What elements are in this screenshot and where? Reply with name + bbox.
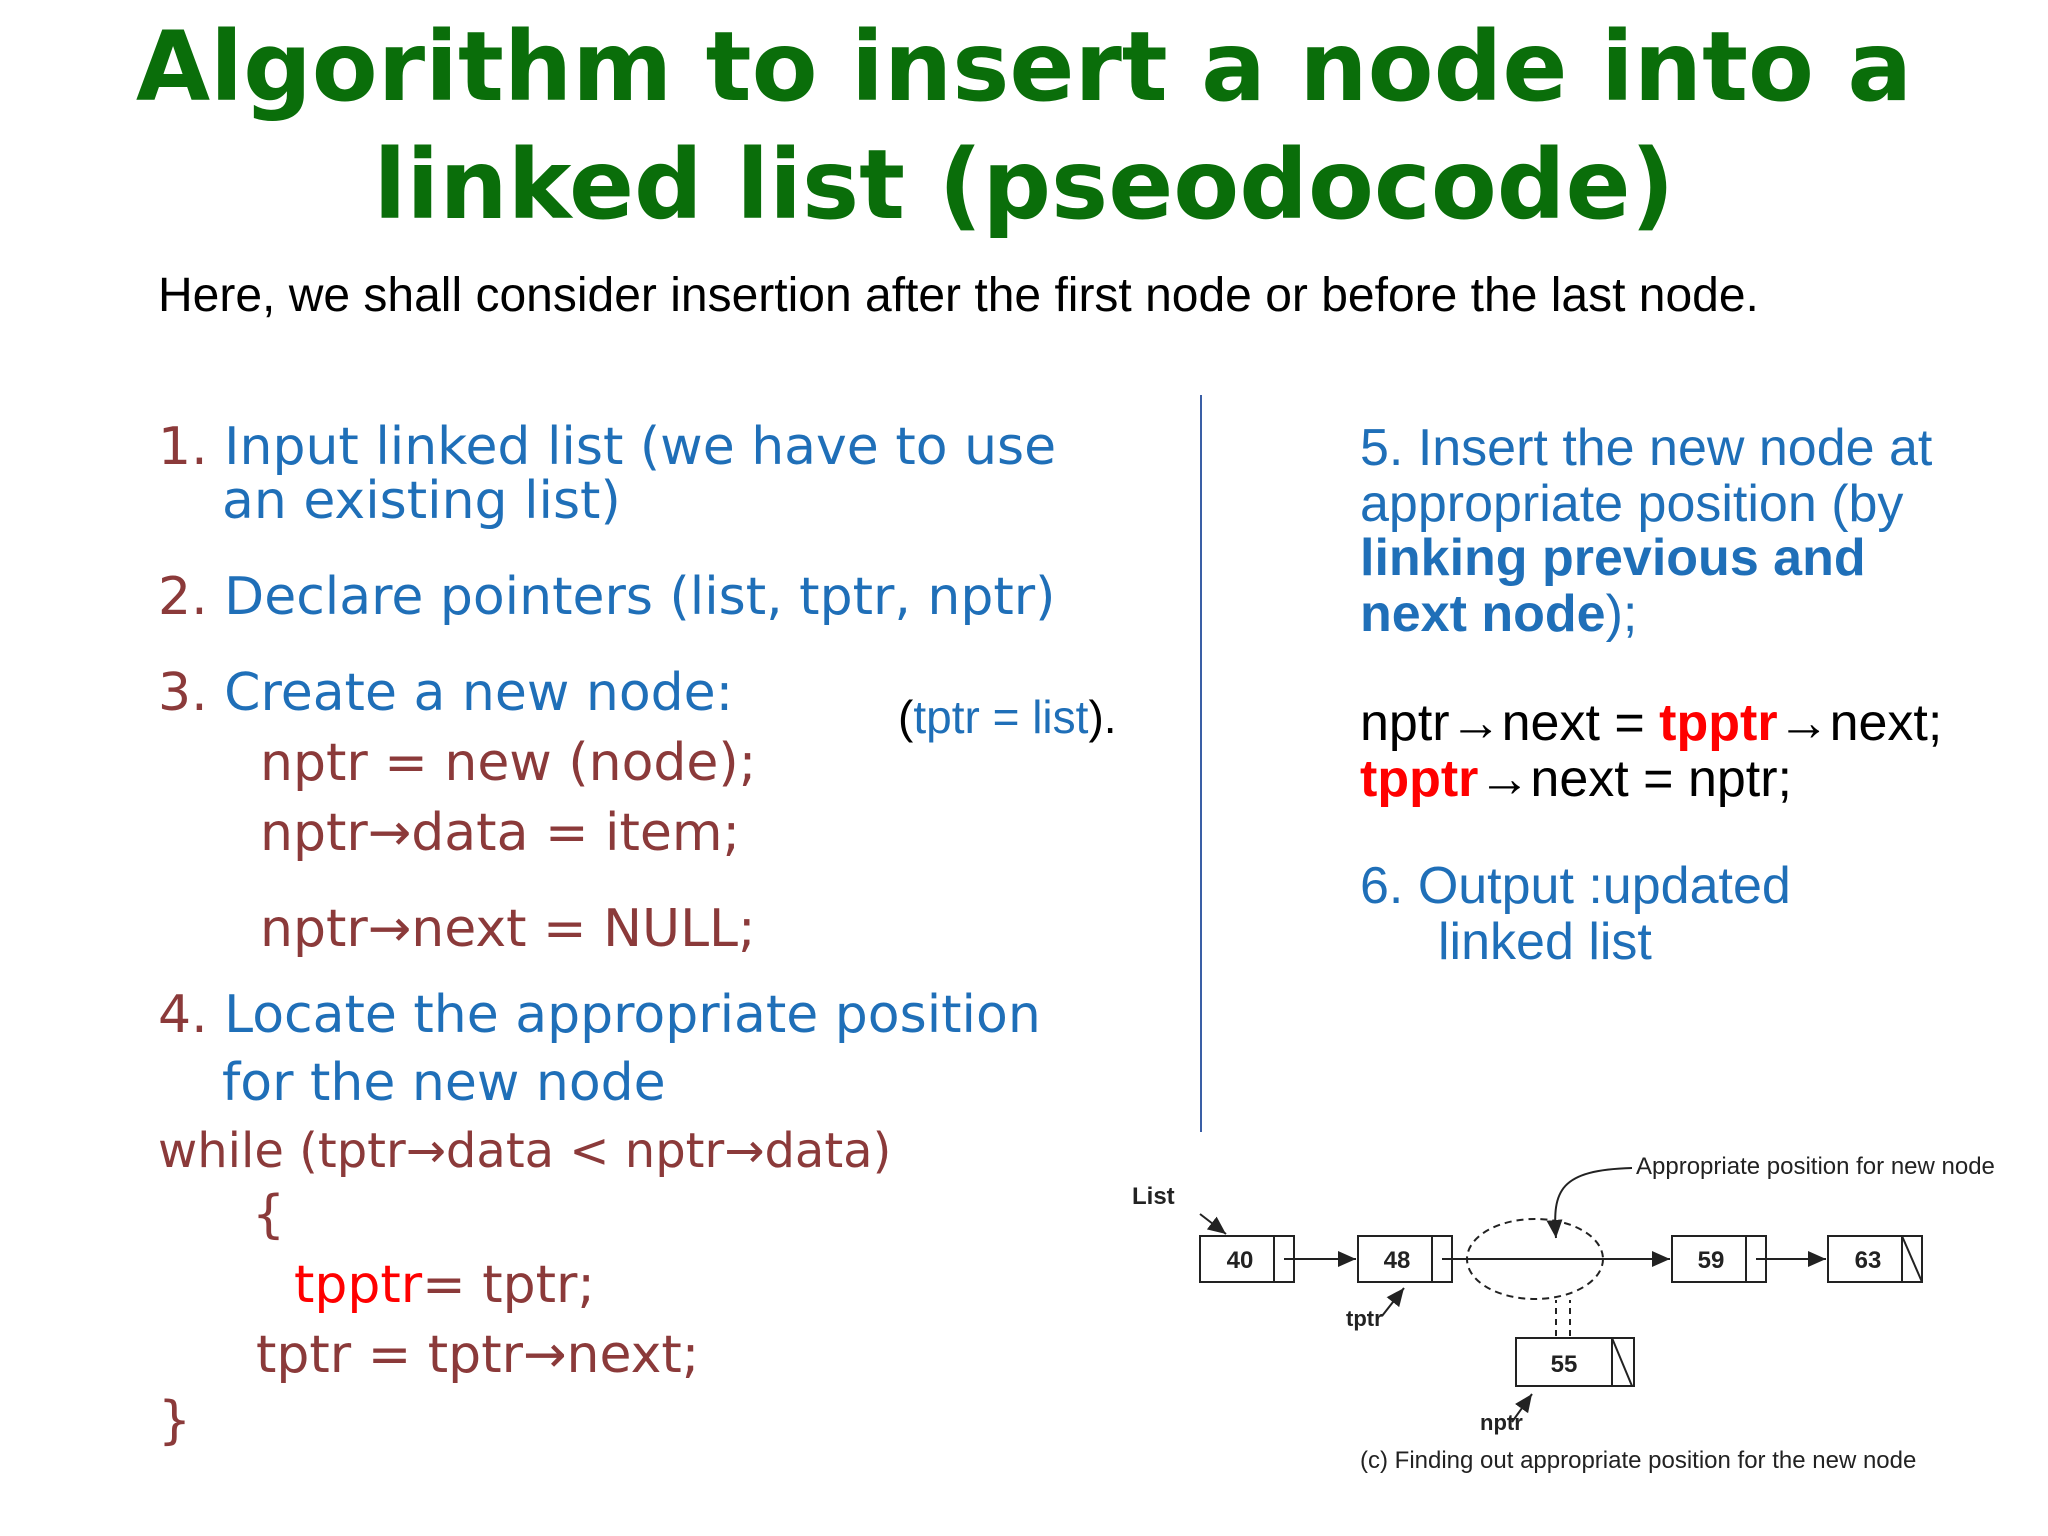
node-40-value: 40	[1227, 1247, 1254, 1274]
node-55-value: 55	[1551, 1351, 1578, 1378]
list-pointer-arrow	[1199, 1213, 1227, 1235]
step-1-text-line-2: an existing list)	[222, 471, 621, 531]
position-pointer-arrow	[1546, 1167, 1633, 1239]
step-5-bold-line-1: linking previous and	[1360, 529, 1866, 587]
subtitle: Here, we shall consider insertion after …	[158, 269, 1759, 322]
list-label: List	[1132, 1183, 1175, 1210]
code-link-prev-tpptr: tpptr	[1360, 750, 1479, 808]
insertion-position-ellipse	[1466, 1218, 1604, 1300]
step-4: 4. Locate the appropriate position	[158, 986, 1041, 1044]
page-title-line-1: Algorithm to insert a node into a	[135, 11, 1913, 123]
code-link-prev-post: →next = nptr;	[1478, 750, 1793, 808]
node-59: 59	[1671, 1235, 1767, 1283]
code-save-previous: tpptr= tptr;	[294, 1256, 595, 1314]
step-5-line-2: appropriate position (by	[1360, 475, 1904, 533]
tptr-init-note: (tptr = list).	[898, 690, 1117, 744]
code-link-prev: tpptr→next = nptr;	[1360, 750, 1792, 808]
node-63-value: 63	[1855, 1247, 1882, 1274]
tptr-note-open: (	[898, 691, 914, 743]
tptr-label: tptr	[1346, 1306, 1383, 1331]
step-6-line-2: linked list	[1438, 913, 1652, 971]
step-4-text: Locate the appropriate position	[224, 985, 1041, 1045]
node-63: 63	[1827, 1235, 1923, 1283]
tptr-pointer-arrow	[1381, 1287, 1405, 1317]
node-48-value: 48	[1384, 1247, 1411, 1274]
step-3-text: Create a new node:	[224, 663, 734, 723]
node-40: 40	[1199, 1235, 1295, 1283]
step-2-number: 2.	[158, 567, 208, 627]
step-4-text-line-2: for the new node	[222, 1053, 666, 1113]
step-1-number: 1.	[158, 417, 208, 477]
code-set-data: nptr→data = item;	[260, 803, 741, 863]
appropriate-position-label: Appropriate position for new node	[1636, 1153, 1995, 1180]
step-2-text: Declare pointers (list, tptr, nptr)	[224, 567, 1056, 627]
code-set-next-null: nptr→next = NULL;	[260, 899, 756, 959]
node-48: 48	[1357, 1235, 1453, 1283]
tpptr-highlight: tpptr	[294, 1255, 423, 1315]
code-link-next-pre: nptr→next =	[1360, 694, 1660, 752]
node-55: 55	[1515, 1337, 1635, 1387]
page-title-line-2: linked list (pseodocode)	[373, 129, 1675, 241]
step-1: 1. Input linked list (we have to use	[158, 418, 1056, 476]
step-3: 3. Create a new node:	[158, 664, 733, 722]
while-loop-header: while (tptr→data < nptr→data)	[158, 1123, 892, 1179]
node-59-value: 59	[1698, 1247, 1725, 1274]
code-link-next-post: →next;	[1777, 694, 1943, 752]
step-5-line-1: 5. Insert the new node at	[1360, 419, 1933, 477]
step-4-number: 4.	[158, 985, 208, 1045]
tptr-note-close: ).	[1088, 691, 1117, 743]
tpptr-assign: = tptr;	[422, 1255, 595, 1315]
loop-close-brace: }	[158, 1391, 192, 1451]
null-slash-icon	[1901, 1235, 1923, 1283]
code-new-node: nptr = new (node);	[260, 733, 757, 793]
code-link-next-tpptr: tpptr	[1659, 694, 1778, 752]
step-1-text: Input linked list (we have to use	[224, 417, 1057, 477]
loop-open-brace: {	[252, 1185, 286, 1245]
new-node-null-slash-icon	[1611, 1337, 1633, 1387]
step-5-bold-line-2: next node	[1360, 585, 1606, 643]
tptr-note-text: tptr = list	[913, 691, 1089, 743]
diagram-caption: (c) Finding out appropriate position for…	[1360, 1447, 1916, 1474]
column-divider	[1200, 395, 1202, 1132]
step-5-line-4: next node);	[1360, 586, 1637, 642]
code-advance-pointer: tptr = tptr→next;	[256, 1325, 700, 1385]
nptr-pointer-arrow	[1511, 1393, 1533, 1423]
nptr-label: nptr	[1480, 1410, 1523, 1435]
linked-list-diagram: List 40 48 59 63 Appropriate position fo…	[1132, 1153, 1995, 1474]
step-5-end: );	[1605, 585, 1638, 643]
step-3-number: 3.	[158, 663, 208, 723]
step-6-line-1: 6. Output :updated	[1360, 857, 1791, 915]
step-2: 2. Declare pointers (list, tptr, nptr)	[158, 568, 1055, 626]
code-link-next: nptr→next = tpptr→next;	[1360, 694, 1942, 752]
